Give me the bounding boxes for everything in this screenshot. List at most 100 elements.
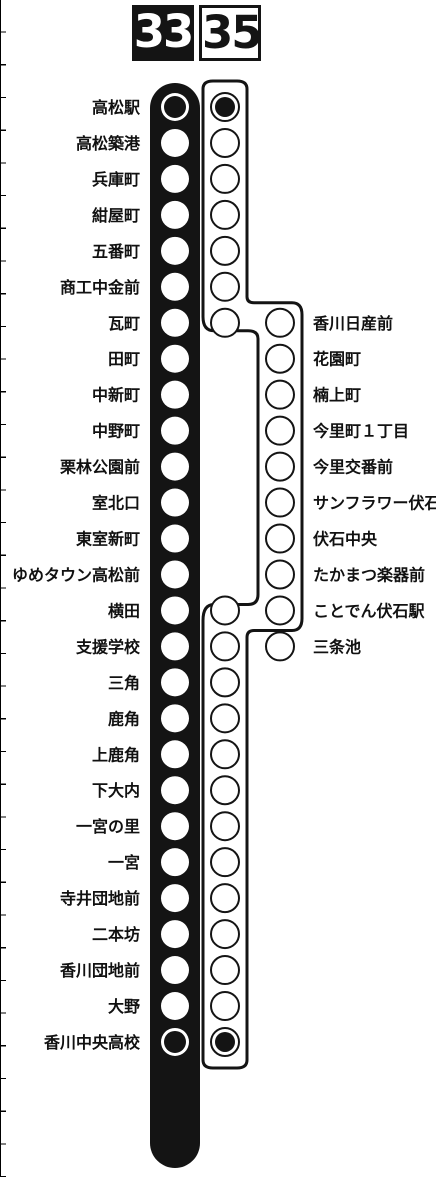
route-33-stops	[161, 93, 189, 1056]
stop-label: 横田	[108, 601, 140, 620]
route-33-stop-marker	[161, 308, 189, 337]
stop-label: 香川中央高校	[43, 1033, 141, 1052]
route-35-stop-marker	[210, 991, 240, 1021]
route-35-stop-marker	[210, 631, 240, 662]
route-33-stop-labels: 高松駅高松築港兵庫町紺屋町五番町商工中金前瓦町田町中新町中野町栗林公園前室北口東…	[12, 98, 141, 1052]
branch-stop-marker	[265, 487, 295, 518]
route-33-stop-marker	[161, 632, 189, 661]
stop-label: 上鹿角	[92, 745, 140, 764]
stop-label: 兵庫町	[92, 170, 140, 189]
route-33-stop-marker	[161, 380, 189, 409]
route-33-terminal-dot	[164, 1030, 186, 1053]
route-35-stop-marker	[210, 919, 240, 950]
stop-label: 東室新町	[76, 530, 140, 549]
route-33-stop-marker	[161, 524, 189, 553]
branch-stop-label: 今里交番前	[312, 458, 393, 477]
route-33-stop-marker	[161, 920, 189, 949]
route-35-stop-marker	[210, 703, 240, 734]
stop-label: 中新町	[92, 386, 140, 405]
stop-label: 高松築港	[76, 134, 141, 153]
branch-stop-label: たかまつ楽器前	[313, 565, 425, 584]
route-35-stop-marker	[210, 955, 240, 986]
branch-stop-label: 花園町	[313, 350, 361, 369]
stop-label: 田町	[108, 350, 140, 369]
stop-label: 五番町	[92, 242, 140, 261]
branch-stop-marker	[265, 595, 295, 626]
route-35-stop-marker	[210, 775, 240, 806]
stop-label: 紺屋町	[92, 206, 140, 225]
route-33-stop-marker	[161, 992, 189, 1020]
stop-label: 三角	[108, 673, 140, 692]
route-33-stop-marker	[161, 596, 189, 625]
route-35-stop-marker	[210, 811, 240, 842]
stop-label: 商工中金前	[60, 278, 140, 297]
route-33-stop-marker	[161, 272, 189, 301]
route-35-stop-marker	[210, 667, 240, 698]
branch-stop-marker	[265, 523, 295, 554]
branch-stop-marker	[265, 307, 295, 338]
route-33-stop-marker	[161, 236, 189, 265]
route-35-branch-labels: 香川日産前花園町楠上町今里町１丁目今里交番前サンフラワー伏石伏石中央たかまつ楽器…	[312, 314, 436, 657]
route-33-stop-marker	[161, 668, 189, 697]
stop-label: 二本坊	[92, 925, 140, 944]
route-35-stop-marker	[210, 235, 240, 266]
route-35-stop-marker	[210, 883, 240, 914]
stop-label: 栗林公園前	[60, 458, 140, 477]
branch-stop-label: 楠上町	[312, 386, 361, 405]
route-35-stop-marker	[210, 163, 240, 194]
branch-stop-marker	[265, 559, 295, 590]
route-35-stops	[210, 92, 295, 1057]
route-33-stop-marker	[161, 740, 189, 769]
route-35-terminal-dot	[215, 97, 235, 117]
route-33-terminal-dot	[164, 96, 186, 118]
stop-label: 下大内	[92, 781, 140, 800]
route-33-badge: 33	[132, 5, 194, 61]
route-35-stop-marker	[210, 739, 240, 770]
route-33-stop-marker	[161, 704, 189, 733]
route-33-stop-marker	[161, 452, 189, 481]
route-33-stop-marker	[161, 164, 189, 193]
branch-stop-marker	[265, 451, 295, 482]
stop-label: 寺井団地前	[60, 889, 140, 908]
branch-stop-marker	[265, 631, 295, 662]
route-35-stop-marker	[210, 271, 240, 302]
stop-label: 瓦町	[108, 314, 140, 333]
branch-stop-label: サンフラワー伏石	[313, 494, 436, 513]
page-edge-ticks	[0, 0, 6, 1177]
route-35-badge: 35	[199, 5, 263, 61]
route-35-terminal-dot	[215, 1031, 235, 1052]
route-35-stop-marker	[210, 127, 240, 158]
route-35-stop-marker	[210, 307, 240, 338]
route-33-stop-marker	[161, 884, 189, 913]
stop-label: ゆめタウン高松前	[12, 565, 140, 584]
route-33-stop-marker	[161, 344, 189, 373]
stop-label: 一宮の里	[76, 817, 140, 836]
branch-stop-label: ことでん伏石駅	[313, 601, 426, 620]
route-33-stop-marker	[161, 416, 189, 445]
branch-stop-label: 三条池	[313, 637, 361, 656]
route-33-stop-marker	[161, 488, 189, 517]
route-33-stop-marker	[161, 200, 189, 229]
branch-stop-marker	[265, 379, 295, 410]
route-35-stop-marker	[210, 595, 240, 626]
branch-stop-label: 香川日産前	[312, 314, 393, 333]
route-33-stop-marker	[161, 560, 189, 589]
branch-stop-label: 今里町１丁目	[312, 422, 409, 441]
route-33-stop-marker	[161, 956, 189, 985]
route-33-stop-marker	[161, 128, 189, 157]
route-33-stop-marker	[161, 848, 189, 877]
branch-stop-marker	[265, 415, 295, 446]
stop-label: 支援学校	[75, 637, 141, 656]
route-33-stop-marker	[161, 776, 189, 805]
branch-stop-marker	[265, 343, 295, 374]
stop-label: 香川団地前	[59, 961, 140, 980]
stop-label: 高松駅	[92, 98, 141, 117]
stop-label: 一宮	[108, 853, 140, 872]
stop-label: 鹿角	[108, 709, 140, 728]
stop-label: 大野	[108, 997, 140, 1016]
route-35-stop-marker	[210, 847, 240, 878]
stop-label: 中野町	[92, 422, 140, 441]
branch-stop-label: 伏石中央	[313, 530, 378, 549]
route-33-stop-marker	[161, 812, 189, 841]
